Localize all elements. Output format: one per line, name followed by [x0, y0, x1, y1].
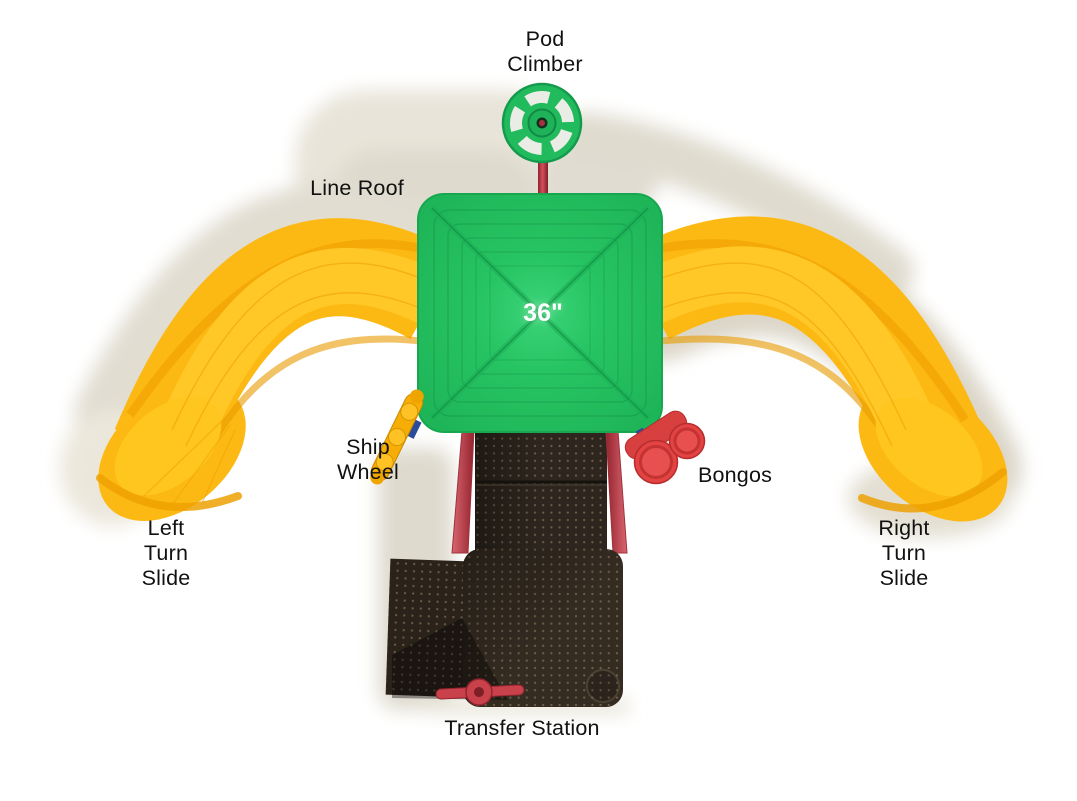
transfer-ramp [451, 425, 628, 555]
right-turn-slide [622, 216, 1008, 522]
label-ship-wheel: Ship Wheel [337, 435, 399, 484]
transfer-station-lower-deck [385, 558, 469, 698]
ramp-rail-right [605, 430, 628, 554]
pod-climber [501, 82, 583, 164]
label-bongos: Bongos [697, 463, 773, 487]
bongos [624, 410, 706, 485]
label-right-turn-slide: Right Turn Slide [878, 516, 930, 590]
label-transfer-station: Transfer Station [444, 716, 600, 740]
transfer-station [385, 549, 623, 707]
label-roof-size: 36" [523, 299, 563, 327]
label-pod-climber: Pod Climber [507, 27, 583, 76]
line-roof [417, 193, 663, 433]
left-turn-slide [96, 218, 458, 521]
ship-wheel [370, 389, 424, 485]
ship-wheel-bracket-blue [406, 419, 422, 439]
label-left-turn-slide: Left Turn Slide [141, 516, 191, 590]
ramp-rail-left [451, 430, 475, 554]
transfer-handle [435, 678, 525, 706]
label-line-roof: Line Roof [310, 176, 404, 200]
